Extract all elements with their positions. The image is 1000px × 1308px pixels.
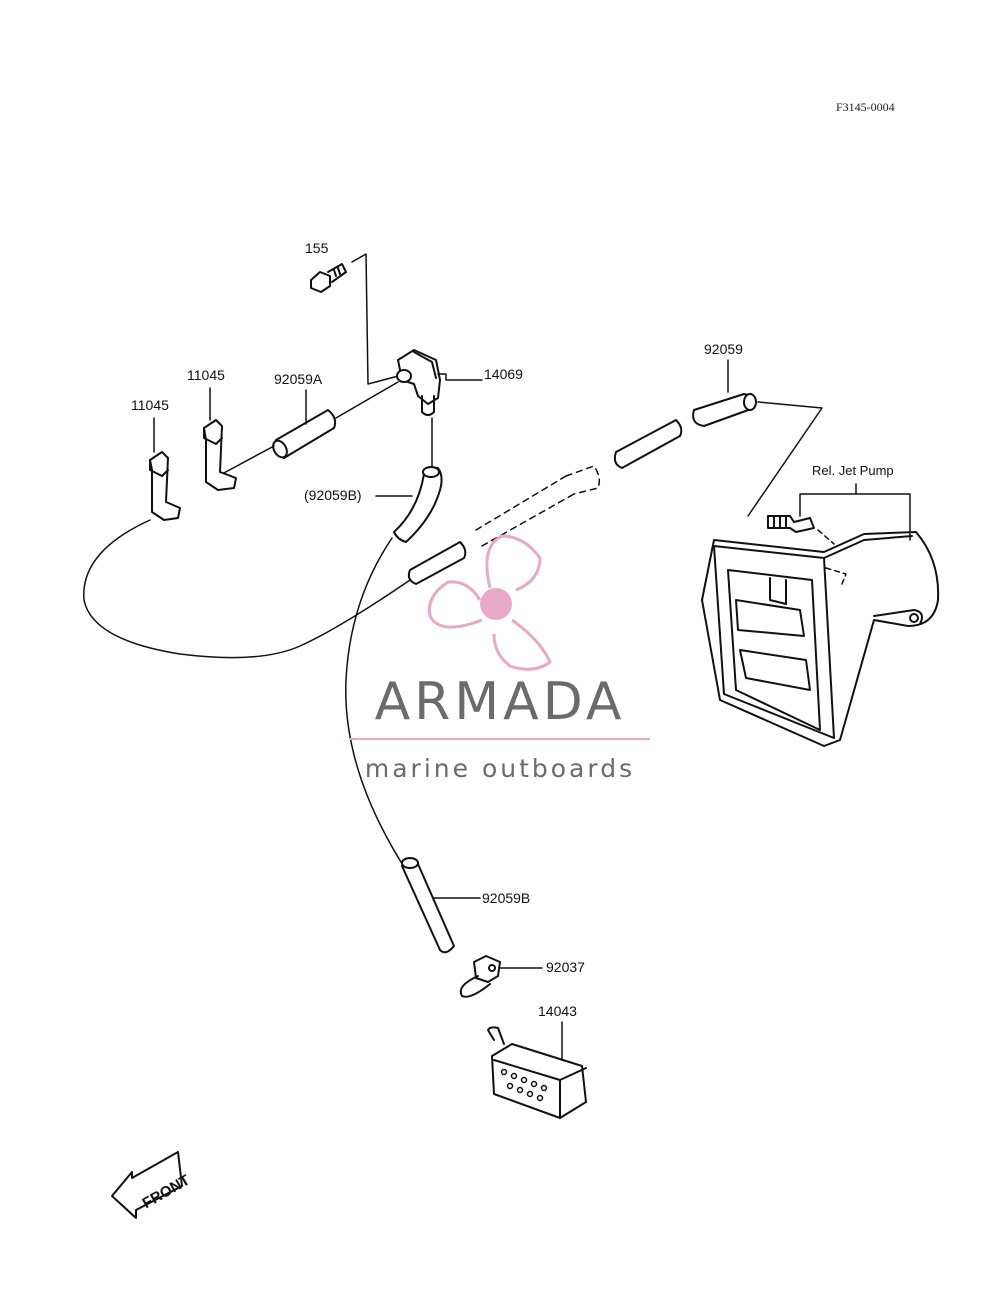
long-pipe-down	[345, 537, 407, 871]
label-11045-b: 11045	[187, 367, 225, 383]
label-11045-a: 11045	[131, 397, 169, 413]
hose-92059A	[272, 409, 337, 459]
brand-tagline: marine outboards	[364, 754, 636, 783]
jet-pump-housing	[701, 531, 940, 747]
label-92059B: 92059B	[482, 890, 531, 906]
hose-92059B-bent	[393, 466, 443, 543]
elbow-fitting-14069	[396, 349, 441, 416]
leader-rel-jet-pump	[799, 493, 911, 541]
brand-name: ARMADA	[374, 672, 626, 732]
clamp-11045-b	[203, 419, 237, 491]
label-92037: 92037	[546, 959, 585, 975]
clamp-11045-a	[149, 451, 181, 521]
brand-divider	[350, 738, 650, 740]
hose-short-center	[407, 541, 467, 585]
bracket-14043	[487, 1026, 587, 1119]
loop-pipe	[83, 519, 411, 659]
dashed-fitting-line	[817, 529, 847, 585]
propeller-logo-icon	[427, 534, 552, 671]
label-14069: 14069	[484, 366, 523, 382]
leader-92059-pump	[747, 401, 823, 517]
hose-92059	[692, 393, 757, 427]
label-92059B-ref: (92059B)	[304, 487, 362, 503]
label-92059: 92059	[704, 341, 743, 357]
jet-pump-fitting	[767, 515, 815, 533]
clip-92037	[459, 955, 501, 998]
label-rel-jet-pump: Rel. Jet Pump	[812, 463, 894, 478]
label-92059A: 92059A	[274, 371, 323, 387]
front-arrow-icon	[111, 1151, 183, 1219]
hose-dashed	[475, 465, 601, 547]
bolt-155	[310, 263, 347, 293]
label-155: 155	[305, 240, 329, 256]
hose-92059-mid	[613, 419, 683, 469]
leader-155	[351, 253, 407, 385]
brand-watermark: ARMADA marine outboards	[345, 676, 655, 783]
hose-92059B	[401, 857, 455, 954]
pipe-to-elbow	[335, 381, 399, 419]
diagram-code: F3145-0004	[836, 100, 895, 114]
label-14043: 14043	[538, 1003, 577, 1019]
pipe-to-clamp	[221, 445, 275, 475]
leader-14069	[437, 373, 483, 381]
